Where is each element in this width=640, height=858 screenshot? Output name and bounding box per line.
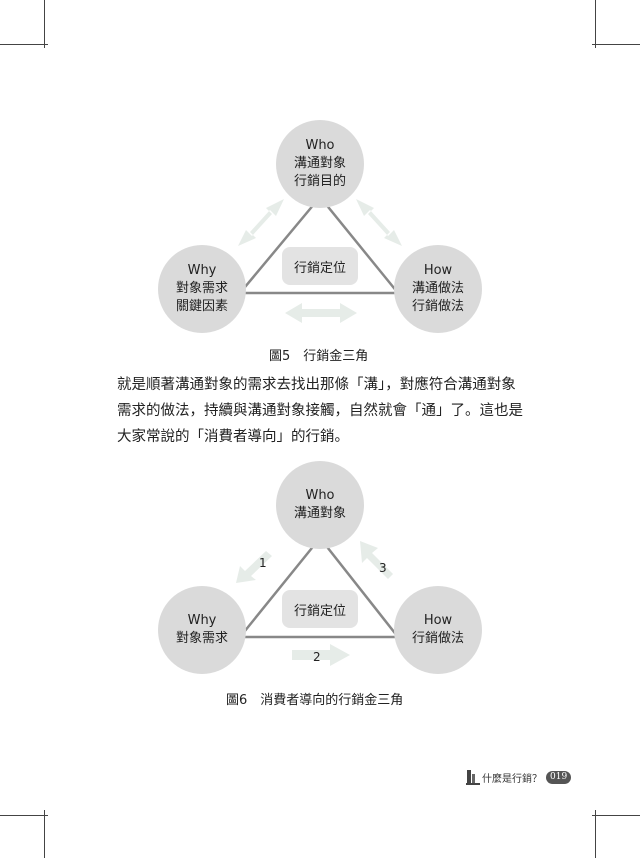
paragraph-line: 就是順著溝通對象的需求去找出那條「溝」，對應符合溝通對象: [117, 377, 516, 393]
fig6-who-circle: Who 溝通對象: [276, 461, 364, 549]
fig5-who-line3: 行銷目的: [293, 174, 346, 189]
fig5-triangle: [237, 195, 401, 295]
fig5-how-line1: How: [423, 263, 453, 278]
fig6-center-box: 行銷定位: [282, 590, 358, 628]
fig5-who-line1: Who: [305, 138, 335, 153]
fig5-who-circle: Who 溝通對象 行銷目的: [276, 120, 364, 208]
crop-mark: [44, 810, 45, 858]
fig5-how-line2: 溝通做法: [411, 281, 464, 296]
fig5-caption: 圖5 行銷金三角: [269, 349, 369, 364]
fig5-who-line2: 溝通對象: [293, 156, 346, 171]
crop-mark: [44, 0, 45, 48]
fig5-why-line2: 對象需求: [175, 281, 228, 296]
body-paragraph: 就是順著溝通對象的需求去找出那條「溝」，對應符合溝通對象 需求的做法，持續與溝通…: [117, 372, 537, 450]
crop-mark: [595, 810, 596, 858]
fig6-why-circle: Why 對象需求: [158, 586, 246, 674]
fig6-how-circle: How 行銷做法: [394, 586, 482, 674]
crop-mark: [592, 44, 640, 45]
fig5-arrow-bottom: [285, 303, 357, 323]
book-stack-icon: [466, 770, 480, 785]
fig5-why-line1: Why: [187, 263, 217, 278]
fig5-arrow-left-diagonal: [238, 199, 284, 246]
fig6-triangle: [237, 535, 401, 639]
fig5-why-line3: 關鍵因素: [175, 299, 228, 314]
crop-mark: [0, 44, 48, 45]
fig6-center-label: 行銷定位: [293, 603, 346, 619]
fig6-arrow-label-2: 2: [313, 650, 321, 664]
fig6-who-line1: Who: [305, 488, 335, 503]
crop-mark: [0, 815, 48, 816]
crop-mark: [592, 815, 640, 816]
paragraph-line: 大家常說的「消費者導向」的行銷。: [117, 429, 349, 445]
fig5-center-box: 行銷定位: [282, 247, 358, 285]
fig6-arrow-label-3: 3: [379, 561, 387, 575]
page-number: 019: [546, 770, 572, 784]
fig6-arrow-1: [236, 551, 272, 583]
fig6-who-line2: 溝通對象: [293, 506, 346, 521]
fig6-how-line1: How: [423, 613, 453, 628]
fig5-why-circle: Why 對象需求 關鍵因素: [158, 245, 246, 333]
fig6-arrow-2: [292, 644, 350, 666]
fig6-why-line2: 對象需求: [175, 631, 228, 646]
fig5-how-line3: 行銷做法: [411, 299, 464, 314]
paragraph-line: 需求的做法，持續與溝通對象接觸，自然就會「通」了。這也是: [117, 403, 523, 419]
fig5-arrow-right-diagonal: [356, 199, 402, 246]
fig6-why-line1: Why: [187, 613, 217, 628]
footer-title: 什麼是行銷？: [482, 773, 542, 785]
fig6-arrow-label-1: 1: [259, 556, 267, 570]
fig6-arrow-3: [360, 541, 393, 579]
crop-mark: [595, 0, 596, 48]
fig6-how-line2: 行銷做法: [411, 631, 464, 646]
fig6-caption: 圖6 消費者導向的行銷金三角: [226, 693, 404, 708]
page-footer: 什麼是行銷？ 019: [466, 768, 572, 786]
fig5-how-circle: How 溝通做法 行銷做法: [394, 245, 482, 333]
fig5-center-label: 行銷定位: [293, 260, 346, 276]
